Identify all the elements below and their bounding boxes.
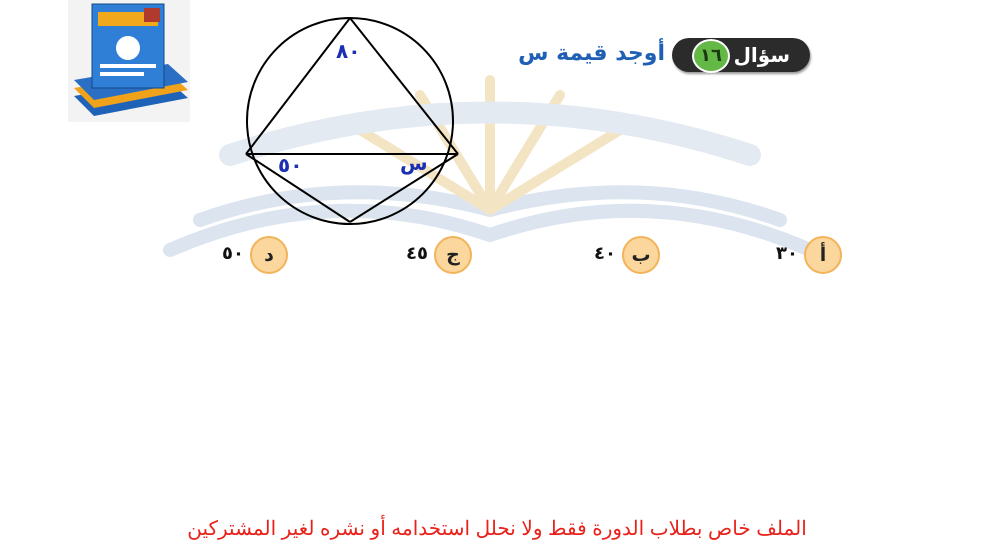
question-prompt: أوجد قيمة س — [518, 41, 665, 66]
option-c[interactable]: ج ٤٥ — [392, 236, 472, 274]
option-a-badge[interactable]: أ — [804, 236, 842, 274]
question-number-badge: ١٦ — [692, 39, 730, 73]
angle-label-right: س — [400, 151, 428, 175]
angle-label-left: ٥٠ — [278, 153, 303, 177]
option-d-badge[interactable]: د — [250, 236, 288, 274]
option-b[interactable]: ب ٤٠ — [580, 236, 660, 274]
chord-top-right — [349, 17, 459, 155]
chord-right-bottom — [349, 153, 459, 223]
option-a-value: ٣٠ — [776, 243, 798, 264]
question-label: سؤال — [733, 43, 790, 67]
option-b-badge[interactable]: ب — [622, 236, 660, 274]
question-header: سؤال ١٦ أوجد قيمة س — [518, 34, 810, 76]
option-c-badge[interactable]: ج — [434, 236, 472, 274]
question-pill: سؤال ١٦ — [672, 38, 810, 73]
option-a[interactable]: أ ٣٠ — [762, 236, 842, 274]
option-b-value: ٤٠ — [594, 243, 616, 264]
option-c-value: ٤٥ — [406, 243, 428, 264]
footer-notice: الملف خاص بطلاب الدورة فقط ولا نحلل استخ… — [187, 518, 807, 540]
angle-label-top: ٨٠ — [336, 39, 361, 63]
chord-left-bottom — [245, 153, 351, 223]
book-cover-image — [68, 0, 190, 122]
chord-top-left — [245, 17, 351, 155]
option-d[interactable]: د ٥٠ — [208, 236, 288, 274]
circle-figure — [245, 17, 459, 225]
geometry-diagram: ٨٠ ٥٠ س — [236, 16, 464, 226]
option-d-value: ٥٠ — [222, 243, 244, 264]
